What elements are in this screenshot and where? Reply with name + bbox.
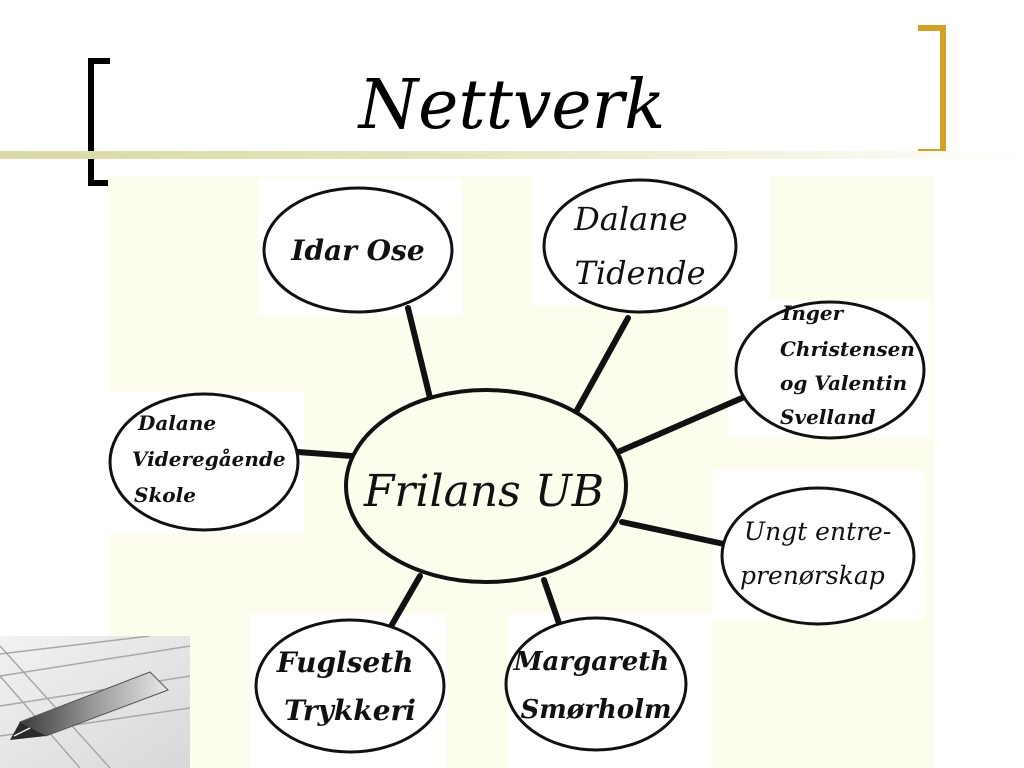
node-shape-margareth-smorholm xyxy=(504,616,688,752)
title-band: Nettverk xyxy=(0,0,1024,190)
node-shape-dalane-videregaende xyxy=(108,392,300,532)
node-label-idar-ose: Idar Ose xyxy=(290,234,424,267)
node-label-ungt-entreprenorskap: Ungt entre- prenørskap xyxy=(740,517,899,590)
connector-idar-ose xyxy=(405,305,433,401)
title-rule xyxy=(0,151,1024,159)
node-shape-dalane-tidende xyxy=(542,178,738,314)
center-node-shape xyxy=(344,388,628,584)
fountain-pen-icon xyxy=(0,636,190,768)
node-label-inger-christensen: Inger Christensen og Valentin Svelland xyxy=(780,301,922,429)
node-label-dalane-videregaende: Dalane Videregående Skole xyxy=(132,411,293,507)
connector-ungt-entreprenorskap xyxy=(619,519,727,547)
left-bracket-decoration xyxy=(88,58,110,186)
node-label-dalane-tidende: Dalane Tidende xyxy=(573,200,705,292)
connector-lines xyxy=(295,305,745,631)
node-label-fuglseth-trykkeri: Fuglseth Trykkeri xyxy=(276,646,424,727)
connector-dalane-tidende xyxy=(573,315,631,415)
node-shape-idar-ose xyxy=(262,186,454,314)
connector-dalane-videregaende xyxy=(295,449,355,459)
center-node-label: Frilans UB xyxy=(363,466,604,517)
node-shape-fuglseth-trykkeri xyxy=(254,618,446,754)
node-shapes xyxy=(108,178,926,754)
slide-title: Nettverk xyxy=(358,66,666,145)
connector-fuglseth-trykkeri xyxy=(387,573,423,631)
node-shape-ungt-entreprenorskap xyxy=(720,486,916,626)
node-shape-inger-christensen xyxy=(734,300,926,440)
connector-margareth-smorholm xyxy=(541,577,563,629)
node-labels: Frilans UB Idar Ose Dalane Tidende Inger… xyxy=(132,200,922,727)
node-label-margareth-smorholm: Margareth Smørholm xyxy=(513,647,679,725)
connector-inger-christensen xyxy=(615,395,745,455)
